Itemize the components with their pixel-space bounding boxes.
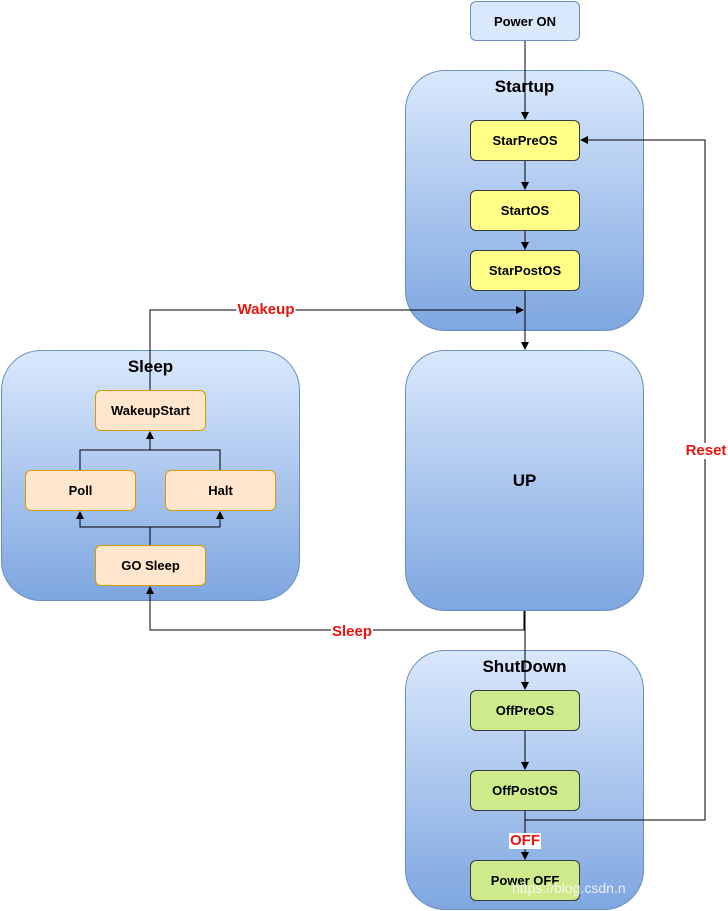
poll-node[interactable]: Poll: [25, 470, 136, 511]
halt-node[interactable]: Halt: [165, 470, 276, 511]
wakeup-start-node[interactable]: WakeupStart: [95, 390, 206, 431]
up-group-title: UP: [512, 470, 537, 490]
go-sleep-node[interactable]: GO Sleep: [95, 545, 206, 586]
watermark-text: https://blog.csdn.n: [512, 880, 626, 896]
up-group: UP: [405, 350, 644, 611]
wakeup-edge-label: Wakeup: [236, 301, 296, 318]
startup-group-title: Startup: [494, 77, 555, 96]
star-post-os-node[interactable]: StarPostOS: [470, 250, 580, 291]
star-pre-os-node[interactable]: StarPreOS: [470, 120, 580, 161]
reset-edge-label: Reset: [684, 442, 728, 459]
off-edge-label: OFF: [509, 832, 541, 849]
shutdown-group-title: ShutDown: [482, 657, 567, 676]
sleep-group-title: Sleep: [127, 357, 174, 376]
start-os-node[interactable]: StartOS: [470, 190, 580, 231]
sleep-edge-label: Sleep: [330, 623, 374, 640]
off-pre-os-node[interactable]: OffPreOS: [470, 690, 580, 731]
power-off-node[interactable]: Power OFF: [470, 860, 580, 901]
off-post-os-node[interactable]: OffPostOS: [470, 770, 580, 811]
power-on-node[interactable]: Power ON: [470, 1, 580, 41]
